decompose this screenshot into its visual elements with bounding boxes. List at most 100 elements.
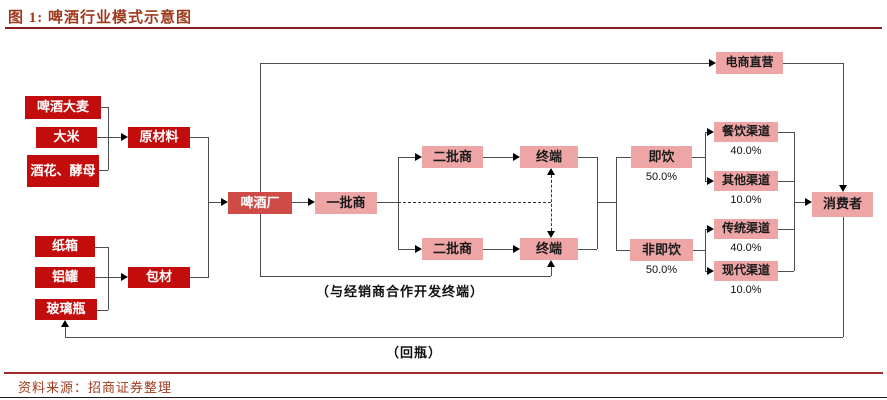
connector-line	[705, 132, 706, 181]
node-ecommerce-direct: 电商直营	[716, 52, 783, 74]
connector-line	[65, 327, 66, 337]
arrowhead	[707, 267, 714, 275]
connector-line	[260, 63, 261, 192]
arrowhead	[839, 185, 847, 192]
connector-line	[783, 63, 843, 64]
connector-line	[108, 247, 109, 310]
connector-line	[578, 157, 597, 158]
connector-line	[292, 202, 308, 203]
node-other-channel: 其他渠道	[714, 171, 778, 191]
arrowhead	[121, 133, 128, 141]
arrowhead	[547, 168, 555, 175]
connector-line	[843, 63, 844, 185]
on-premise-share: 50.0%	[645, 171, 678, 183]
connector-line	[398, 157, 415, 158]
node-terminal-bottom: 终端	[520, 238, 578, 260]
connector-line	[99, 170, 108, 171]
node-catering-channel: 餐饮渠道	[714, 122, 778, 142]
connector-line	[260, 276, 551, 277]
arrowhead	[221, 198, 228, 206]
connector-line	[260, 63, 709, 64]
bottle-return-note: （回瓶）	[385, 345, 442, 360]
arrowhead	[121, 273, 128, 281]
connector-line	[551, 267, 552, 276]
connector-line	[597, 157, 598, 249]
connector-line	[190, 137, 208, 138]
arrowhead	[513, 153, 520, 161]
connector-line	[705, 229, 706, 271]
arrowhead	[547, 260, 555, 267]
arrowhead	[709, 59, 716, 67]
connector-line	[260, 214, 261, 276]
connector-line	[483, 249, 513, 250]
figure-title: 图 1: 啤酒行业模式示意图	[8, 10, 192, 26]
node-consumer: 消费者	[812, 192, 873, 217]
other-share: 10.0%	[730, 194, 762, 206]
connector-line	[208, 137, 209, 278]
node-hops-yeast: 酒花、酵母	[27, 155, 99, 187]
source-text: 资料来源：招商证券整理	[18, 380, 173, 395]
connector-line	[692, 157, 705, 158]
connector-line	[778, 132, 794, 133]
arrowhead	[513, 245, 520, 253]
connector-line	[693, 250, 705, 251]
node-tier2-distributor-top: 二批商	[422, 146, 483, 168]
connector-line	[616, 157, 631, 158]
node-glass-bottle: 玻璃瓶	[35, 299, 97, 320]
arrowhead	[547, 231, 555, 238]
arrowhead	[308, 198, 315, 206]
node-rice: 大米	[36, 127, 97, 148]
connector-line	[616, 157, 617, 250]
node-brewery: 啤酒厂	[228, 192, 292, 214]
arrowhead	[707, 225, 714, 233]
connector-line	[578, 249, 597, 250]
arrowhead	[61, 320, 69, 327]
connector-line	[778, 181, 794, 182]
node-beer-barley: 啤酒大麦	[25, 96, 101, 119]
connector-line	[190, 277, 208, 278]
node-carton: 纸箱	[35, 236, 95, 257]
source-divider	[4, 372, 883, 374]
catering-share: 40.0%	[730, 145, 762, 157]
connector-line	[398, 249, 415, 250]
connector-line	[208, 202, 221, 203]
arrowhead	[707, 177, 714, 185]
dashed-connector-line	[398, 202, 551, 203]
dashed-connector-line	[551, 175, 552, 231]
connector-line	[483, 157, 513, 158]
traditional-share: 40.0%	[730, 242, 762, 254]
connector-line	[778, 229, 794, 230]
coop-note: （与经销商合作开发终端）	[315, 284, 484, 299]
node-aluminum-can: 铝罐	[35, 267, 95, 288]
connector-line	[97, 310, 108, 311]
node-off-premise: 非即饮	[630, 239, 693, 261]
connector-line	[398, 157, 399, 249]
connector-line	[65, 337, 843, 338]
connector-line	[616, 250, 630, 251]
connector-line	[778, 271, 794, 272]
arrowhead	[415, 153, 422, 161]
node-modern-channel: 现代渠道	[714, 261, 778, 281]
arrowhead	[707, 128, 714, 136]
arrowhead	[415, 245, 422, 253]
node-packaging: 包材	[128, 267, 190, 288]
connector-line	[794, 202, 805, 203]
connector-line	[794, 132, 795, 271]
node-on-premise: 即饮	[631, 146, 692, 168]
connector-line	[843, 217, 844, 337]
connector-line	[108, 107, 109, 170]
node-tier1-distributor: 一批商	[315, 192, 377, 214]
connector-line	[95, 247, 108, 248]
node-traditional-channel: 传统渠道	[714, 219, 778, 239]
off-premise-share: 50.0%	[645, 264, 678, 276]
connector-line	[101, 107, 108, 108]
node-raw-materials: 原材料	[128, 127, 190, 148]
connector-line	[377, 202, 398, 203]
node-terminal-top: 终端	[520, 146, 578, 168]
modern-share: 10.0%	[730, 284, 762, 296]
arrowhead	[805, 198, 812, 206]
bottom-border	[0, 397, 887, 398]
connector-line	[97, 137, 121, 138]
node-tier2-distributor-bottom: 二批商	[422, 238, 483, 260]
